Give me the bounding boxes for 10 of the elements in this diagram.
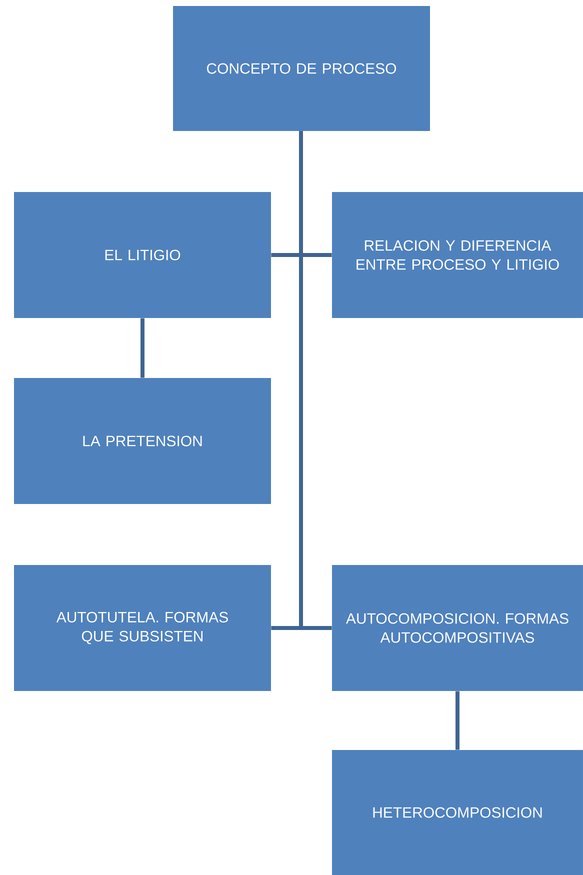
process-box: RELACION Y DIFERENCIA ENTRE PROCESO Y LITIGIO [332,192,583,318]
process-box: CONCEPTO DE PROCESO [173,6,430,131]
process-box: EL LITIGIO [14,192,271,318]
process-box: LA PRETENSION [14,378,271,504]
process-box: AUTOCOMPOSICION. FORMAS AUTOCOMPOSITIVAS [332,565,583,691]
process-box: HETEROCOMPOSICION [332,750,583,875]
connector-line [299,131,332,630]
connector-line [140,318,144,378]
process-box: AUTOTUTELA. FORMAS QUE SUBSISTEN [14,565,271,691]
connector-line [456,691,460,750]
